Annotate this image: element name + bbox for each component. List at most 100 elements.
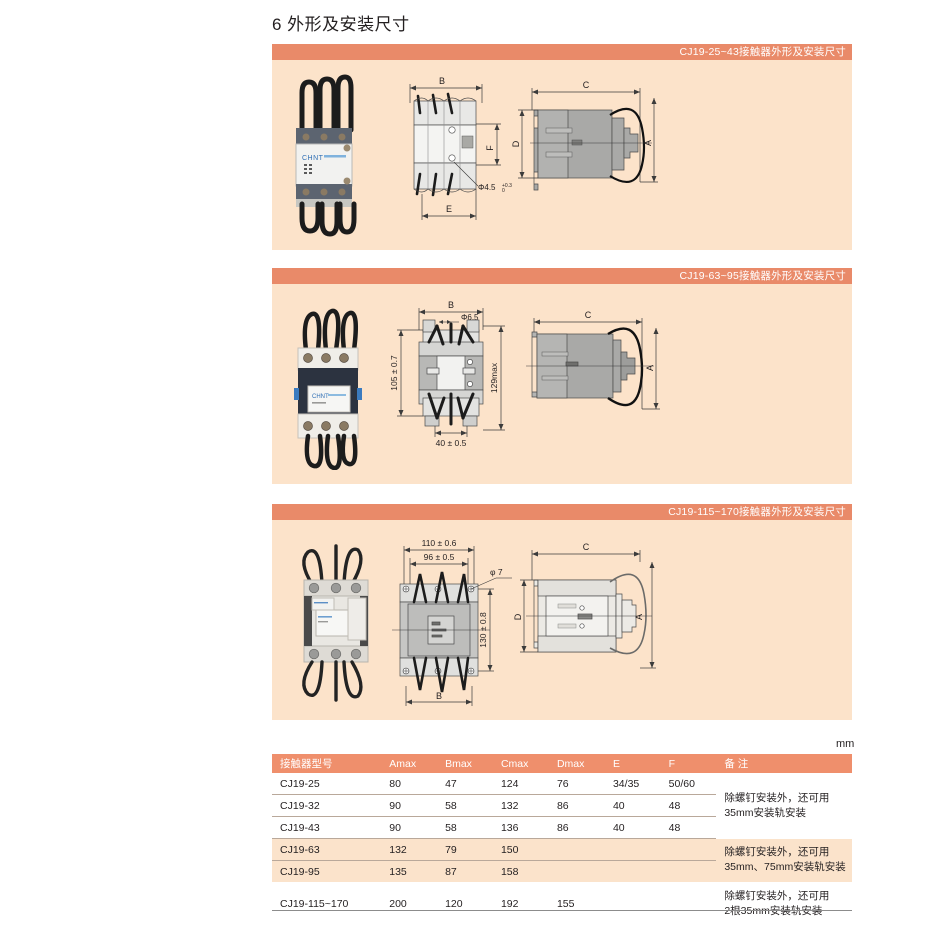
section-header-cj19-63-95: CJ19-63~95接触器外形及安装尺寸	[272, 268, 852, 284]
cell-f	[660, 838, 717, 861]
side-view-drawing-cj19-25-43: C	[512, 70, 712, 230]
cell-f	[660, 860, 717, 882]
cell-bmax: 87	[437, 860, 493, 882]
svg-text:110 ± 0.6: 110 ± 0.6	[422, 538, 457, 548]
svg-text:C: C	[583, 542, 590, 552]
contactor-photo-cj19-25-43: CHNT	[284, 68, 364, 238]
cell-dmax: 76	[548, 773, 605, 795]
col-header-note: 备 注	[716, 754, 852, 773]
cell-note: 除螺钉安装外，还可用 35mm安装轨安装	[716, 773, 852, 839]
front-view-drawing-cj19-25-43: B	[392, 68, 542, 238]
col-header-cmax: Cmax	[492, 754, 549, 773]
svg-text:E: E	[446, 204, 452, 214]
cell-amax: 135	[381, 860, 438, 882]
side-view-drawing-cj19-115-170: C	[512, 532, 712, 707]
section-cj19-25-43: CJ19-25~43接触器外形及安装尺寸	[272, 44, 852, 250]
col-header-bmax: Bmax	[437, 754, 493, 773]
section-body-cj19-63-95: CHNT	[272, 284, 852, 484]
section-header-cj19-25-43: CJ19-25~43接触器外形及安装尺寸	[272, 44, 852, 60]
section-body-cj19-115-170: 110 ± 0.6 96 ± 0.5	[272, 520, 852, 720]
front-view-drawing-cj19-115-170: 110 ± 0.6 96 ± 0.5	[372, 526, 562, 716]
table-header-row: 接触器型号 Amax Bmax Cmax Dmax E F 备 注	[272, 754, 852, 773]
cell-cmax: 136	[492, 816, 549, 839]
contactor-photo-cj19-63-95: CHNT	[282, 298, 372, 470]
cell-model: CJ19-115~170	[280, 898, 349, 910]
cell-cmax: 132	[492, 794, 549, 817]
cell-amax: 132	[381, 838, 438, 861]
cell-dmax: 86	[548, 816, 605, 839]
svg-text:Φ4.5: Φ4.5	[478, 183, 496, 192]
svg-text:130 ± 0.8: 130 ± 0.8	[478, 612, 488, 648]
cell-dmax	[548, 838, 605, 861]
svg-text:D: D	[512, 140, 521, 147]
cell-bmax: 120	[445, 898, 463, 910]
svg-text:Φ6.5: Φ6.5	[461, 313, 479, 322]
section-cj19-115-170: CJ19-115~170接触器外形及安装尺寸	[272, 504, 852, 720]
col-header-e: E	[604, 754, 661, 773]
cell-f: 48	[660, 816, 717, 839]
svg-text:φ 7: φ 7	[490, 567, 503, 577]
svg-text:A: A	[643, 140, 653, 146]
section-body-cj19-25-43: CHNT	[272, 60, 852, 250]
col-header-amax: Amax	[381, 754, 438, 773]
svg-text:CHNT: CHNT	[312, 394, 329, 400]
cell-amax: 90	[381, 794, 438, 817]
cell-model: CJ19-25	[272, 773, 382, 795]
cell-amax: 200	[389, 898, 407, 910]
svg-text:129max: 129max	[489, 362, 499, 393]
note-line-1: 除螺钉安装外，还可用	[724, 791, 830, 804]
svg-text:B: B	[439, 76, 445, 86]
cell-e	[605, 882, 661, 926]
contactor-photo-cj19-115-170	[286, 536, 386, 706]
cell-amax: 80	[381, 773, 438, 795]
cell-note: 除螺钉安装外，还可用 2根35mm安装轨安装	[716, 882, 852, 926]
note-line-2: 35mm安装轨安装	[724, 806, 807, 819]
svg-text:A: A	[645, 365, 655, 371]
svg-text:105 ± 0.7: 105 ± 0.7	[389, 355, 399, 391]
table-row: CJ19-25 80 47 124 76 34/35 50/60 除螺钉安装外，…	[272, 773, 852, 819]
cell-model: CJ19-63	[272, 838, 382, 861]
cell-e	[604, 838, 661, 861]
cell-e: 40	[604, 794, 661, 817]
cell-cmax: 124	[492, 773, 549, 795]
cell-cmax: 158	[492, 860, 549, 882]
svg-text:C: C	[585, 310, 592, 320]
svg-text:B: B	[448, 300, 454, 310]
table-row: CJ19-95 135 87 158	[272, 860, 852, 882]
svg-text:CHNT: CHNT	[302, 155, 324, 162]
table-bottom-rule	[272, 910, 852, 911]
cell-amax: 90	[381, 816, 438, 839]
cell-e	[604, 860, 661, 882]
svg-text:+0.3: +0.3	[502, 183, 512, 189]
unit-label: mm	[836, 738, 855, 750]
cell-model: CJ19-43	[272, 816, 382, 839]
note-line-2: 35mm、75mm安装轨安装	[724, 861, 846, 874]
section-cj19-63-95: CJ19-63~95接触器外形及安装尺寸 CHNT	[272, 268, 852, 484]
cell-model: CJ19-32	[272, 794, 382, 817]
section-header-cj19-115-170: CJ19-115~170接触器外形及安装尺寸	[272, 504, 852, 520]
svg-text:F: F	[485, 145, 495, 151]
cell-f	[661, 882, 717, 926]
col-header-model: 接触器型号	[272, 754, 382, 773]
note-line-1: 除螺钉安装外，还可用	[724, 890, 830, 902]
dimensions-table: 接触器型号 Amax Bmax Cmax Dmax E F 备 注 CJ19-2…	[272, 754, 852, 926]
cell-f: 50/60	[660, 773, 717, 795]
cell-dmax: 86	[548, 794, 605, 817]
cell-bmax: 47	[437, 773, 493, 795]
svg-text:96 ± 0.5: 96 ± 0.5	[424, 552, 455, 562]
page-title: 6 外形及安装尺寸	[272, 15, 410, 34]
svg-text:40 ± 0.5: 40 ± 0.5	[436, 438, 467, 448]
cell-dmax	[548, 860, 605, 882]
cell-note: 除螺钉安装外，还可用 35mm、75mm安装轨安装	[716, 838, 852, 882]
note-line-2: 2根35mm安装轨安装	[724, 905, 823, 917]
side-view-drawing-cj19-63-95: C	[520, 304, 720, 464]
cell-f: 48	[660, 794, 717, 817]
cell-bmax: 58	[437, 816, 493, 839]
cell-e: 40	[604, 816, 661, 839]
cell-bmax: 58	[437, 794, 493, 817]
svg-text:B: B	[436, 691, 442, 701]
note-line-1: 除螺钉安装外，还可用	[724, 846, 830, 859]
front-view-drawing-cj19-63-95: B Φ6.5	[377, 290, 557, 470]
col-header-f: F	[660, 754, 717, 773]
